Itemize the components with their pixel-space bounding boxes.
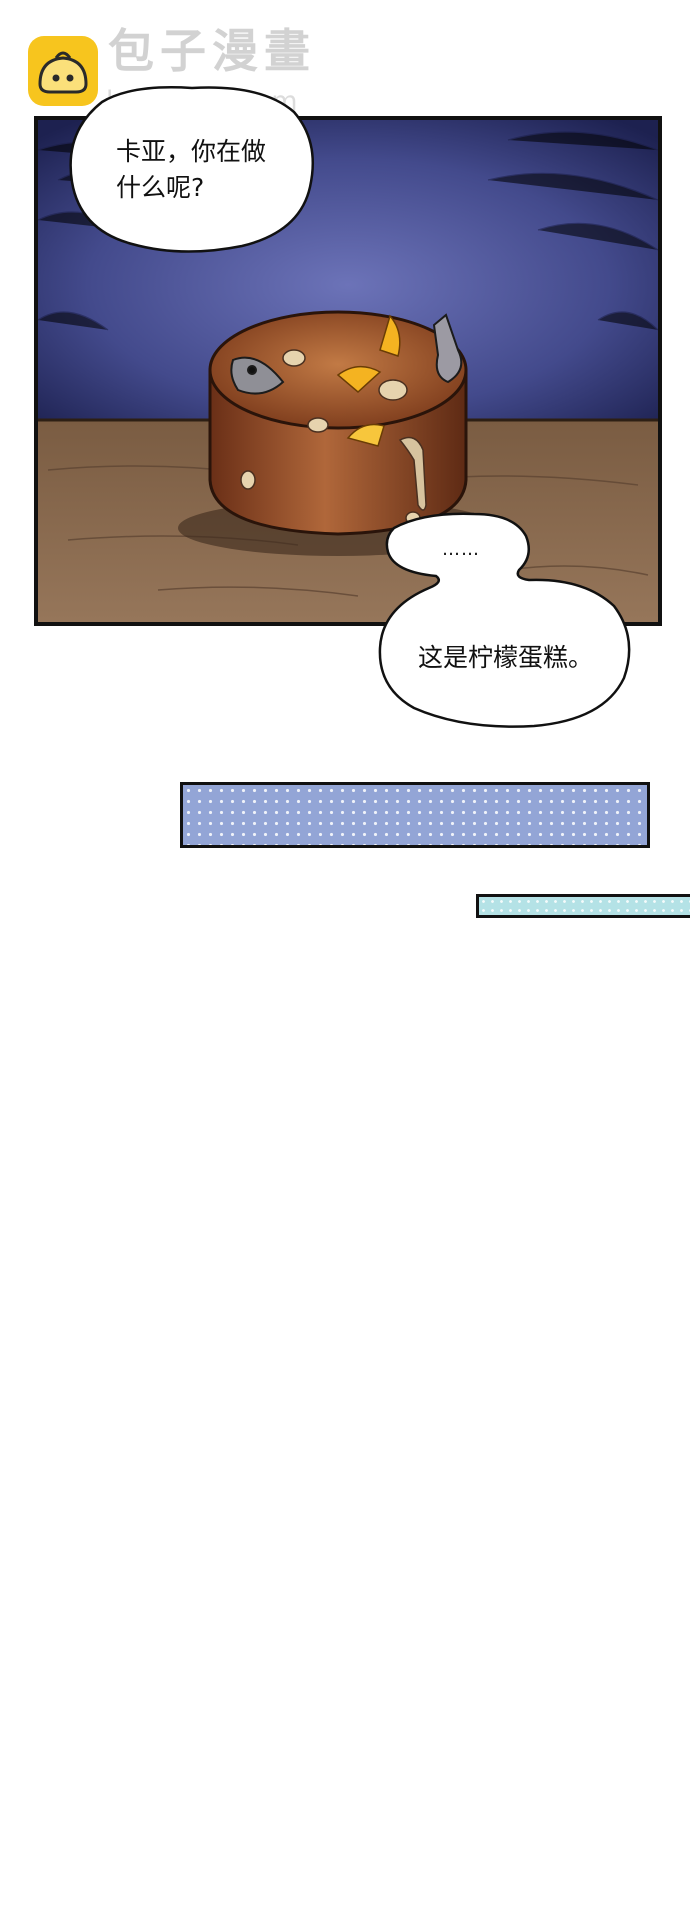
speech-bubble-connected-shape bbox=[378, 512, 631, 728]
dialogue-text-3: 这是柠檬蛋糕。 bbox=[418, 643, 594, 672]
watermark-logo-icon bbox=[26, 34, 100, 108]
speech-bubble-2-3 bbox=[374, 508, 640, 738]
decorative-strip-blue bbox=[180, 782, 650, 848]
comic-panel-cake bbox=[34, 116, 662, 626]
watermark-title: 包子漫畫 bbox=[108, 24, 316, 78]
speech-bubble-1 bbox=[62, 82, 322, 266]
dialogue-text-2: …… bbox=[442, 539, 480, 560]
dialogue-text-1: 卡亚，你在做什么呢? bbox=[116, 137, 267, 202]
decorative-strip-cyan bbox=[476, 894, 690, 918]
speech-bubble-shape bbox=[69, 86, 315, 253]
